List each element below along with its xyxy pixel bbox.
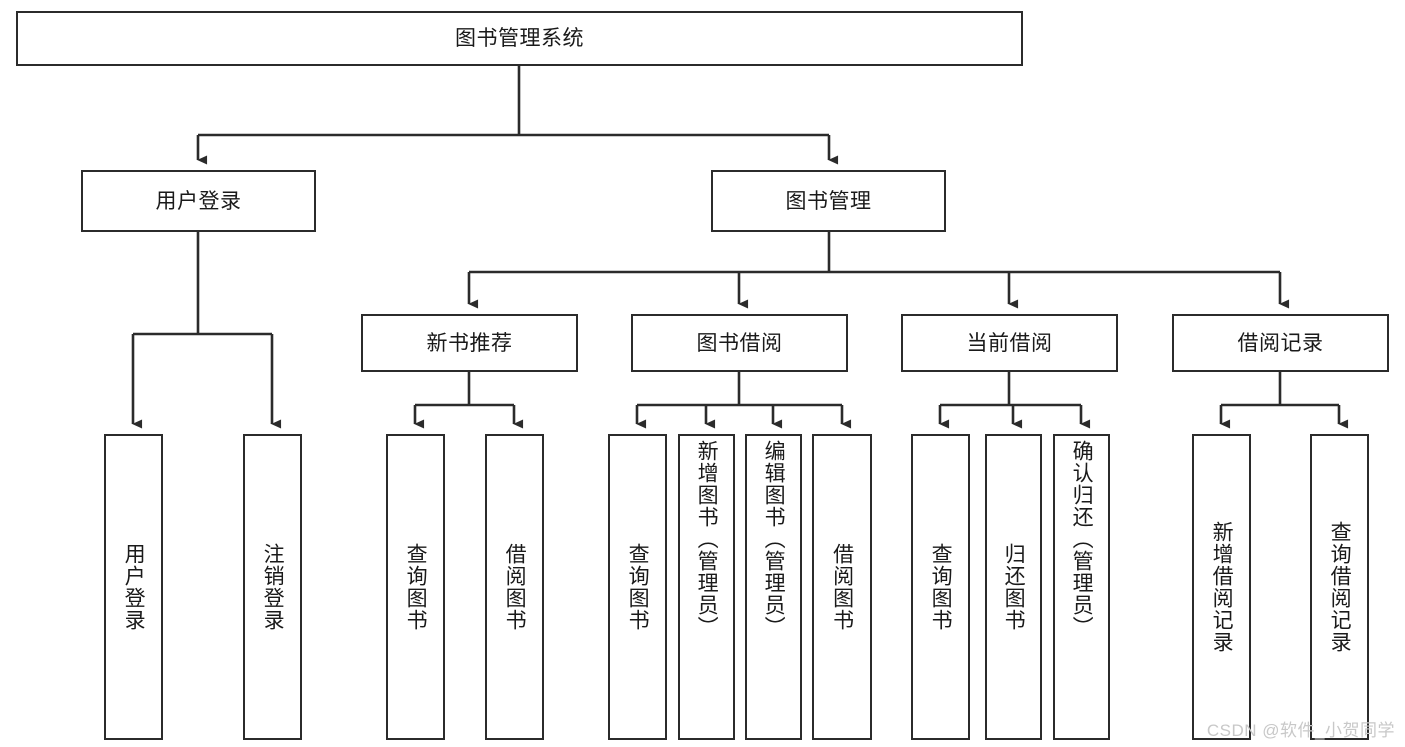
csdn-watermark: CSDN @软件_小贺同学 [1206,721,1395,740]
node-user-login-label: 用户登录 [155,189,242,213]
node-book-management[interactable]: 图书管理 [711,170,946,232]
node-leaf-add-borrow-record-label: 新增借阅记录 [1210,521,1234,653]
node-leaf-logout[interactable]: 注销登录 [243,434,302,740]
node-borrow-record-label: 借阅记录 [1237,331,1324,355]
node-user-login[interactable]: 用户登录 [81,170,316,232]
node-leaf-query-book-3-label: 查询图书 [929,543,953,631]
node-leaf-add-book-admin[interactable]: 新增图书（管理员） [678,434,735,740]
node-leaf-add-book-admin-label: 新增图书（管理员） [695,440,719,638]
node-root-label: 图书管理系统 [455,27,584,50]
node-leaf-return-book[interactable]: 归还图书 [985,434,1042,740]
node-leaf-query-book-1[interactable]: 查询图书 [386,434,445,740]
node-leaf-add-borrow-record[interactable]: 新增借阅记录 [1192,434,1251,740]
node-root[interactable]: 图书管理系统 [16,11,1023,66]
node-leaf-query-borrow-record[interactable]: 查询借阅记录 [1310,434,1369,740]
node-leaf-query-book-2-label: 查询图书 [626,543,650,631]
node-book-borrow[interactable]: 图书借阅 [631,314,848,372]
node-borrow-record[interactable]: 借阅记录 [1172,314,1389,372]
node-new-book-recommend[interactable]: 新书推荐 [361,314,578,372]
node-current-borrow[interactable]: 当前借阅 [901,314,1118,372]
node-leaf-borrow-book-2-label: 借阅图书 [830,543,854,631]
node-leaf-query-borrow-record-label: 查询借阅记录 [1328,521,1352,653]
node-leaf-borrow-book-1[interactable]: 借阅图书 [485,434,544,740]
node-current-borrow-label: 当前借阅 [966,331,1053,355]
node-leaf-confirm-return-admin-label: 确认归还（管理员） [1070,440,1094,638]
node-leaf-user-login[interactable]: 用户登录 [104,434,163,740]
node-leaf-query-book-3[interactable]: 查询图书 [911,434,970,740]
node-leaf-user-login-label: 用户登录 [122,543,146,631]
node-leaf-borrow-book-2[interactable]: 借阅图书 [812,434,872,740]
node-leaf-return-book-label: 归还图书 [1002,543,1026,631]
node-book-borrow-label: 图书借阅 [696,331,783,355]
node-book-management-label: 图书管理 [785,189,872,213]
node-leaf-confirm-return-admin[interactable]: 确认归还（管理员） [1053,434,1110,740]
node-leaf-edit-book-admin[interactable]: 编辑图书（管理员） [745,434,802,740]
node-new-book-recommend-label: 新书推荐 [426,331,513,355]
node-leaf-borrow-book-1-label: 借阅图书 [503,543,527,631]
node-leaf-query-book-1-label: 查询图书 [404,543,428,631]
node-leaf-query-book-2[interactable]: 查询图书 [608,434,667,740]
node-leaf-edit-book-admin-label: 编辑图书（管理员） [762,440,786,638]
node-leaf-logout-label: 注销登录 [261,543,285,631]
